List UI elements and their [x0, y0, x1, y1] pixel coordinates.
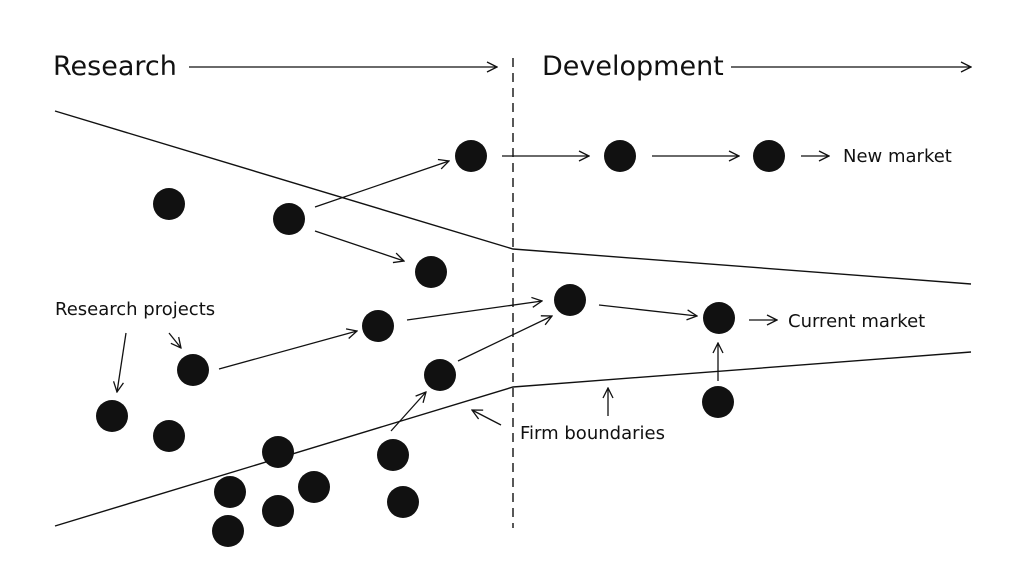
flow-arrow — [314, 230, 404, 261]
flow-arrow — [314, 161, 449, 208]
project-node — [424, 359, 456, 391]
flow-arrow — [598, 304, 697, 316]
development-label: Development — [542, 51, 724, 82]
flow-arrow — [406, 301, 542, 321]
project-node — [753, 140, 785, 172]
project-node — [415, 256, 447, 288]
project-node — [153, 420, 185, 452]
research-projects-label: Research projects — [55, 299, 215, 320]
project-node — [377, 439, 409, 471]
project-node — [177, 354, 209, 386]
project-nodes — [96, 140, 785, 547]
project-node — [262, 495, 294, 527]
project-node — [702, 386, 734, 418]
project-node — [455, 140, 487, 172]
research-project-pointer — [168, 332, 181, 348]
firm-boundary-pointer — [472, 410, 502, 426]
project-node — [212, 515, 244, 547]
flow-arrow — [390, 392, 426, 432]
project-node — [554, 284, 586, 316]
project-node — [604, 140, 636, 172]
firm-boundaries-label: Firm boundaries — [520, 423, 665, 444]
project-node — [96, 400, 128, 432]
project-node — [273, 203, 305, 235]
upper-firm-boundary — [54, 110, 972, 285]
project-node — [153, 188, 185, 220]
project-node — [298, 471, 330, 503]
lower-firm-boundary — [54, 351, 972, 527]
flow-arrow — [218, 331, 357, 370]
current-market-label: Current market — [788, 311, 925, 332]
project-node — [362, 310, 394, 342]
new-market-label: New market — [843, 146, 952, 167]
flow-arrow — [457, 316, 552, 362]
research-project-pointer — [117, 332, 127, 392]
project-node — [387, 486, 419, 518]
project-node — [214, 476, 246, 508]
project-node — [262, 436, 294, 468]
research-label: Research — [53, 51, 177, 82]
project-node — [703, 302, 735, 334]
